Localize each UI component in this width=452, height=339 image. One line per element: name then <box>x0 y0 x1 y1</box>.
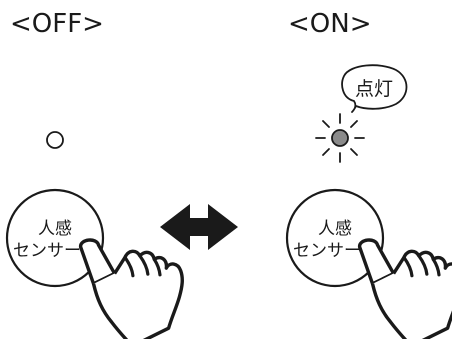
off-sensor-button[interactable]: 人感 センサー <box>5 188 105 288</box>
sensor-label-line1: 人感 <box>318 219 352 239</box>
on-sensor-button[interactable]: 人感 センサー <box>285 188 385 288</box>
pointing-hand-icon <box>357 229 452 339</box>
double-arrow-icon <box>160 204 238 250</box>
sensor-button-outline[interactable] <box>5 188 105 288</box>
callout-bubble: 点灯 <box>341 64 408 113</box>
sensor-label-line2: センサー <box>13 241 81 261</box>
unlit-lamp-icon <box>46 131 64 149</box>
callout-text: 点灯 <box>355 78 393 100</box>
off-title: <OFF> <box>10 9 104 39</box>
sensor-label-line2: センサー <box>293 241 361 261</box>
pointing-hand-icon <box>78 229 191 339</box>
sensor-button-outline[interactable] <box>285 188 385 288</box>
sensor-label-line1: 人感 <box>38 219 72 239</box>
on-panel: <ON> 点灯 人感 センサー <box>285 9 452 339</box>
on-title: <ON> <box>288 9 371 39</box>
lit-lamp-icon <box>315 113 365 163</box>
off-panel: <OFF> 人感 センサー <box>5 9 191 339</box>
